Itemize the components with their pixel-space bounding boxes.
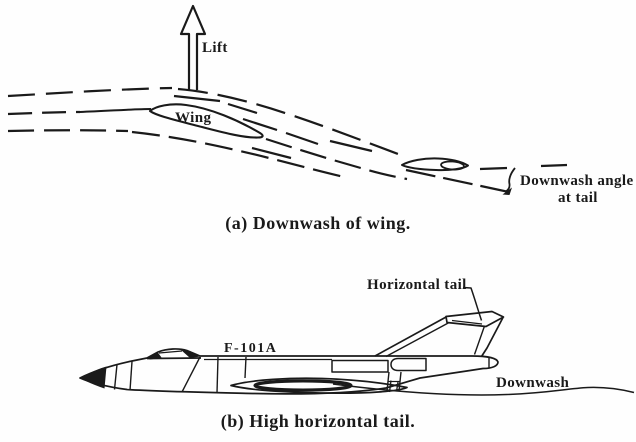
downwash-fan-filler3 — [251, 146, 292, 160]
intake-panel-line — [181, 356, 201, 393]
horizontal-tail-leader-line — [462, 286, 483, 321]
downwash-label: Downwash — [496, 375, 570, 391]
lift-label: Lift — [202, 40, 228, 56]
vertical-fin-trailing-edge — [480, 317, 504, 357]
downwash-angle-label-line1: Downwash angle — [520, 173, 634, 189]
rudder-hinge-line — [473, 325, 486, 355]
dorsal-bay — [331, 359, 389, 373]
nose-panel-line-1 — [113, 364, 118, 390]
horizontal-tail-label: Horizontal tail — [367, 277, 467, 293]
angle-connector-arrowhead — [502, 187, 512, 195]
caption-a: (a) Downwash of wing. — [225, 213, 411, 233]
wing-root-fairing — [253, 379, 353, 392]
wing-side-view — [230, 377, 408, 395]
streamline-mid-approach — [79, 108, 152, 113]
downwash-fan-line2 — [265, 137, 408, 181]
streamline-mid-left — [7, 110, 81, 116]
downwash-angle-label-line2: at tail — [558, 190, 598, 206]
downwash-fan-filler2 — [285, 131, 319, 146]
canopy-inner-line — [158, 350, 183, 354]
aircraft-type-label: F-101A — [224, 341, 278, 356]
horizontal-tail-panel-line — [451, 319, 483, 325]
vertical-fin-leading-edge — [374, 315, 448, 357]
fuselage-panel-line-1 — [216, 356, 219, 394]
downwash-line-at-tail — [405, 168, 510, 194]
canopy-rear-frame — [180, 349, 201, 358]
downwash-fan-filler1 — [242, 117, 278, 132]
tail-airfoil-elevator — [440, 160, 465, 171]
figure-b-drawing — [79, 286, 635, 396]
caption-b: (b) High horizontal tail. — [220, 411, 416, 431]
flap-track-2 — [395, 381, 399, 392]
horizontal-tail-surface — [445, 310, 505, 328]
streamline-top-left — [7, 86, 173, 98]
streamline-over-wing-dash2 — [227, 102, 258, 115]
vertical-fin-root-line — [385, 320, 452, 358]
figure-a-drawing — [7, 4, 568, 195]
reference-line-dash1 — [479, 166, 508, 171]
wing-label: Wing — [175, 110, 212, 126]
aircraft-fuselage — [79, 348, 499, 395]
aft-pod — [390, 357, 427, 372]
downwash-flow-line — [332, 383, 635, 396]
streamline-over-wing-dash1 — [173, 94, 221, 103]
angle-connector — [504, 167, 516, 193]
fuselage-panel-line-2 — [244, 356, 247, 379]
lift-arrow — [179, 4, 207, 90]
downwash-fan-filler4 — [329, 139, 373, 153]
nose-panel-line-2 — [129, 361, 133, 391]
tail-airfoil — [401, 157, 469, 172]
nose-radome — [80, 366, 107, 389]
wing-airfoil — [148, 103, 264, 139]
streamline-bottom-left — [7, 129, 129, 133]
reference-line-dash2 — [540, 163, 568, 168]
canopy-windshield — [146, 352, 162, 360]
